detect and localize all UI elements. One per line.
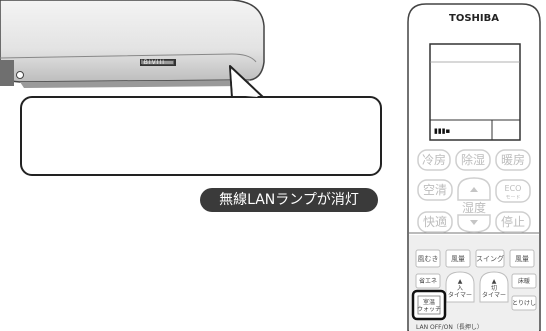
svg-text:冷房: 冷房 bbox=[422, 152, 446, 167]
svg-text:タイマー: タイマー bbox=[482, 291, 506, 299]
svg-text:室温: 室温 bbox=[423, 298, 435, 306]
svg-text:▲: ▲ bbox=[492, 278, 497, 285]
lan-toggle-caption: LAN OFF/ON（長押し） bbox=[416, 323, 483, 331]
svg-text:風量: 風量 bbox=[451, 255, 465, 263]
svg-text:省エネ: 省エネ bbox=[419, 277, 437, 285]
air-clean-button[interactable]: 空清 bbox=[417, 179, 453, 201]
svg-text:スイング: スイング bbox=[476, 254, 504, 263]
fan-speed-button[interactable]: 風量 bbox=[509, 249, 535, 268]
lcd-indicator: ▮▮▮▪ bbox=[434, 127, 451, 135]
svg-text:タイマー: タイマー bbox=[448, 291, 472, 299]
mode-button-heat[interactable]: 暖房 bbox=[495, 149, 531, 171]
swing-button[interactable]: スイング bbox=[475, 249, 505, 268]
humidity-label: 湿度 bbox=[462, 200, 486, 215]
svg-text:暖房: 暖房 bbox=[501, 152, 525, 167]
down-arrow-icon bbox=[470, 220, 478, 225]
eco-mode-button[interactable]: ECO モード bbox=[495, 179, 531, 203]
status-lamp-label: IBIVIII bbox=[141, 59, 166, 66]
fan-button[interactable]: 風量 bbox=[445, 249, 471, 268]
humidity-up-button[interactable] bbox=[457, 177, 491, 201]
svg-text:空清: 空清 bbox=[423, 183, 447, 197]
svg-text:快適: 快適 bbox=[423, 214, 447, 229]
svg-text:除湿: 除湿 bbox=[461, 152, 485, 167]
fan-direction-button[interactable]: 風むき bbox=[415, 249, 441, 268]
callout-pointer-cover bbox=[231, 70, 258, 97]
svg-text:床暖: 床暖 bbox=[518, 277, 530, 285]
mode-button-cool[interactable]: 冷房 bbox=[417, 149, 451, 171]
stop-button[interactable]: 停止 bbox=[495, 211, 531, 233]
air-conditioner-illustration bbox=[0, 0, 265, 88]
callout-bubble bbox=[20, 96, 382, 176]
svg-text:風むき: 風むき bbox=[418, 255, 439, 263]
svg-text:▲: ▲ bbox=[458, 278, 463, 285]
energy-save-button[interactable]: 省エネ bbox=[415, 273, 441, 289]
svg-text:とりけし: とりけし bbox=[512, 300, 536, 307]
up-arrow-icon bbox=[470, 187, 478, 192]
remote-control: TOSHIBA ▮▮▮▪ 冷房 除湿 暖房 空清 ECO モード 湿度 快適 bbox=[407, 3, 541, 331]
mode-button-dry[interactable]: 除湿 bbox=[455, 149, 491, 171]
svg-text:ECO: ECO bbox=[505, 184, 522, 193]
svg-text:風量: 風量 bbox=[515, 255, 529, 263]
svg-text:モード: モード bbox=[505, 195, 520, 201]
wireless-lan-lamp-off-badge: 無線LANランプが消灯 bbox=[200, 188, 378, 212]
comfort-button[interactable]: 快適 bbox=[417, 211, 453, 233]
svg-text:入: 入 bbox=[457, 285, 463, 292]
svg-text:切: 切 bbox=[491, 285, 497, 292]
room-temp-watch-button[interactable]: 室温 ウォッチ bbox=[411, 289, 447, 321]
svg-text:ウォッチ: ウォッチ bbox=[417, 305, 441, 313]
timer-off-button[interactable]: ▲ 切 タイマー bbox=[479, 271, 509, 303]
floor-heat-button[interactable]: 床暖 bbox=[511, 273, 537, 289]
humidity-down-button[interactable] bbox=[457, 214, 491, 233]
svg-text:停止: 停止 bbox=[501, 214, 525, 229]
brand-logo: TOSHIBA bbox=[449, 13, 499, 24]
timer-cancel-button[interactable]: とりけし bbox=[511, 295, 537, 311]
timer-on-button[interactable]: ▲ 入 タイマー bbox=[445, 271, 475, 303]
